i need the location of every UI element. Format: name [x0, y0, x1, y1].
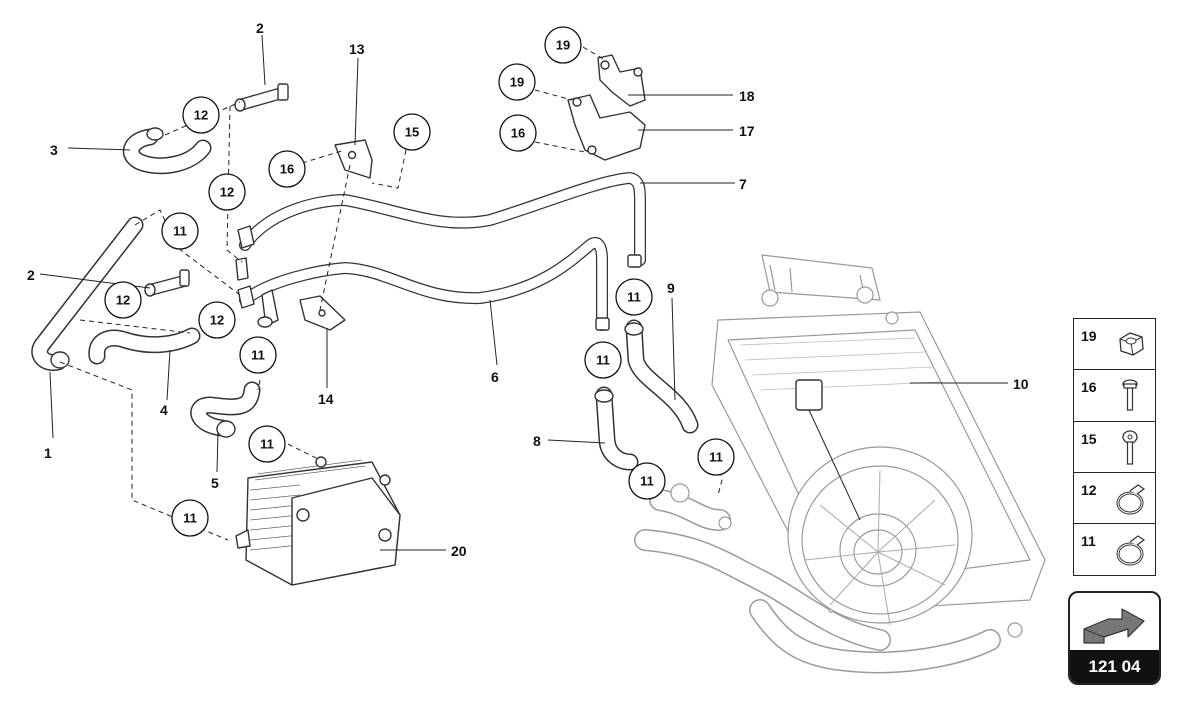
bubble-12-right: 12 — [198, 301, 236, 339]
callout-1: 1 — [44, 445, 52, 461]
hose-3 — [122, 127, 212, 175]
bubble-12-mid: 12 — [208, 173, 246, 211]
hose-4 — [88, 327, 201, 365]
legend-row-16: 16 — [1074, 370, 1155, 422]
part-callouts: 1 2 2 3 4 5 6 7 8 9 10 13 14 17 18 20 — [27, 20, 1029, 559]
svg-text:11: 11 — [260, 437, 274, 452]
bracket-13 — [334, 139, 373, 179]
bubble-16-left: 16 — [268, 150, 306, 188]
legend-number: 12 — [1081, 481, 1097, 498]
callout-9: 9 — [667, 280, 675, 296]
clip-14 — [299, 295, 346, 331]
round-head-bolt-icon — [1122, 429, 1138, 465]
svg-text:15: 15 — [405, 125, 419, 140]
callout-5: 5 — [211, 475, 219, 491]
pipe-end-connectors — [235, 225, 255, 309]
bubble-11-pipe6: 11 — [584, 341, 622, 379]
svg-text:12: 12 — [194, 108, 208, 123]
svg-text:11: 11 — [596, 353, 610, 368]
bracket-17 — [567, 94, 646, 161]
callout-10: 10 — [1013, 376, 1029, 392]
leader-lines — [39, 34, 1008, 551]
hose-clamp-icon — [1116, 535, 1146, 566]
direction-arrow-icon — [1083, 608, 1145, 644]
bubble-11-cooler-top: 11 — [248, 425, 286, 463]
reference-label: 121 04 — [1070, 650, 1159, 683]
svg-text:12: 12 — [210, 313, 224, 328]
hose-5 — [190, 381, 261, 438]
svg-text:11: 11 — [173, 224, 187, 239]
callout-2-lower: 2 — [27, 267, 35, 283]
svg-text:12: 12 — [220, 185, 234, 200]
coolant-pipe-6 — [239, 237, 610, 331]
svg-text:11: 11 — [183, 511, 197, 526]
bubble-12-top: 12 — [182, 96, 220, 134]
callout-14: 14 — [318, 391, 334, 407]
fitting-2-upper — [234, 83, 289, 112]
section-reference[interactable]: 121 04 — [1068, 591, 1161, 685]
hex-nut-icon — [1119, 332, 1144, 356]
hose-clamp-icon — [1116, 484, 1146, 515]
bubble-16-right: 16 — [499, 114, 537, 152]
bracket-18 — [597, 54, 646, 107]
svg-text:11: 11 — [251, 348, 265, 363]
callout-8: 8 — [533, 433, 541, 449]
hose-9 — [624, 319, 699, 434]
bubble-11-hose8: 11 — [628, 462, 666, 500]
svg-text:12: 12 — [116, 293, 130, 308]
legend-row-11: 11 — [1074, 524, 1155, 575]
bubble-11-hose5: 11 — [239, 336, 277, 374]
bubble-11-hose9: 11 — [697, 438, 735, 476]
callout-13: 13 — [349, 41, 365, 57]
bubble-11-pipe7: 11 — [615, 278, 653, 316]
callout-6: 6 — [491, 369, 499, 385]
hose-8 — [594, 386, 639, 471]
callout-7: 7 — [739, 176, 747, 192]
hose-1 — [31, 216, 144, 371]
callout-18: 18 — [739, 88, 755, 104]
svg-text:11: 11 — [709, 450, 723, 465]
svg-text:19: 19 — [556, 38, 570, 53]
legend-number: 16 — [1081, 379, 1097, 396]
legend-row-19: 19 — [1074, 319, 1155, 371]
fitting-2-lower — [144, 269, 190, 297]
callout-4: 4 — [160, 402, 168, 418]
bubble-19-left: 19 — [498, 63, 536, 101]
legend-number: 15 — [1081, 430, 1097, 447]
oil-cooler — [235, 456, 401, 586]
coolant-pipe-7 — [239, 172, 646, 268]
legend-number: 19 — [1081, 328, 1097, 344]
bubble-19-top: 19 — [544, 26, 582, 64]
svg-text:19: 19 — [510, 75, 524, 90]
svg-text:16: 16 — [511, 126, 525, 141]
legend-number: 11 — [1081, 533, 1096, 550]
flange-bolt-icon — [1122, 379, 1138, 411]
bubble-15: 15 — [393, 113, 431, 151]
legend-row-15: 15 — [1074, 422, 1155, 473]
svg-text:16: 16 — [280, 162, 294, 177]
svg-text:11: 11 — [627, 290, 641, 305]
bubble-11-cooler-left: 11 — [171, 499, 209, 537]
svg-text:11: 11 — [640, 474, 654, 489]
bubble-12-left: 12 — [104, 281, 142, 319]
bubble-11-hose1: 11 — [161, 212, 199, 250]
callout-3: 3 — [50, 142, 58, 158]
radiator-fan-assembly — [634, 254, 1046, 674]
legend-row-12: 12 — [1074, 473, 1155, 525]
callout-17: 17 — [739, 123, 755, 139]
hardware-legend: 19 16 15 12 11 — [1073, 318, 1156, 576]
callout-20: 20 — [451, 543, 467, 559]
circled-callouts: 12 12 12 12 11 11 11 11 11 11 11 11 15 1… — [104, 26, 735, 537]
callout-2-upper: 2 — [256, 20, 264, 36]
